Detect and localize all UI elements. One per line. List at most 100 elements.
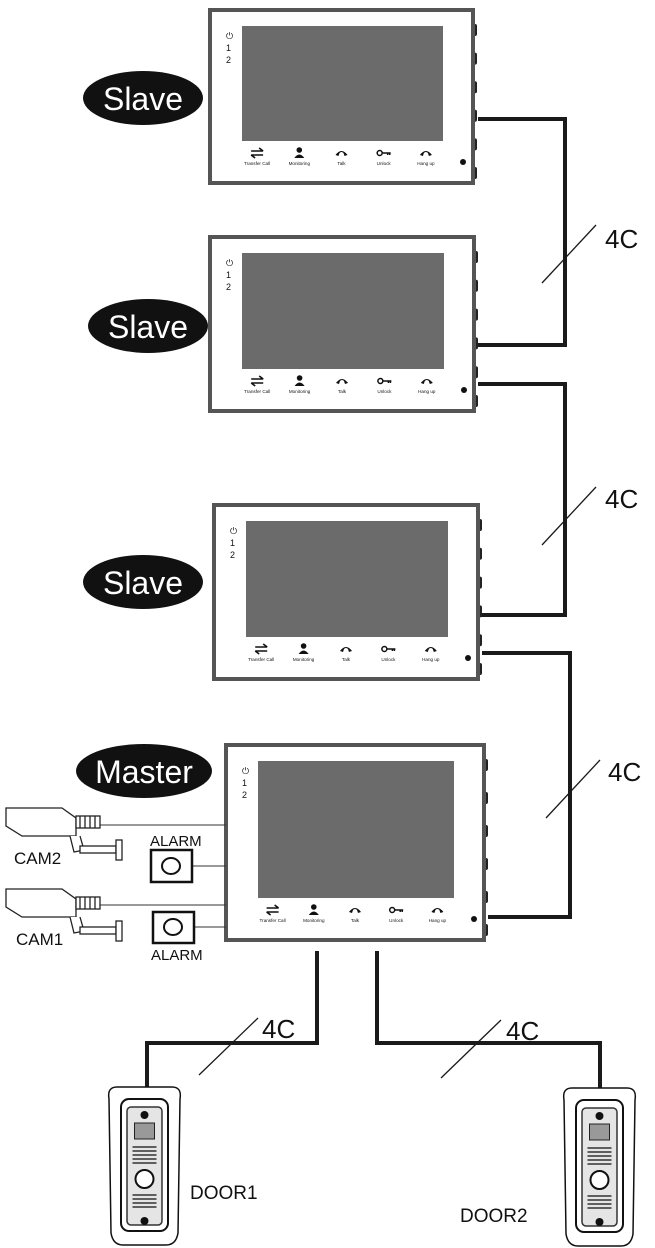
call-button-icon: [589, 1170, 610, 1190]
status-led: [460, 159, 466, 165]
channel-indicator: 2: [226, 55, 231, 65]
hangup-icon: [419, 151, 432, 156]
peripheral-wires: [100, 824, 226, 928]
button-label: Talk: [338, 389, 347, 394]
wires: [145, 117, 602, 1088]
status-led: [461, 387, 467, 393]
button-label: Transfer Call: [244, 389, 270, 394]
cable-tick: [198, 1017, 259, 1076]
status-led: [465, 655, 471, 661]
monitor-screen: [242, 26, 443, 141]
talk-icon: [335, 151, 348, 156]
channel-indicator: 2: [226, 282, 231, 292]
camera-2: CAM2: [5, 807, 123, 868]
monitor-button: Hang up: [422, 647, 440, 662]
wire-master-door2: [375, 951, 602, 1088]
cable-labels: 4C 4C 4C 4C 4C: [262, 224, 641, 1046]
button-label: Unlock: [389, 918, 404, 923]
channel-indicator: 1: [230, 538, 235, 548]
camera-icon: [5, 807, 123, 861]
monitor-button: Monitoring: [289, 375, 311, 394]
monitor-button: Transfer Call: [260, 904, 286, 923]
monitor-button: Unlock: [381, 645, 396, 662]
channel-indicator: 2: [230, 550, 235, 560]
wire-slave1-slave2: [478, 117, 567, 347]
button-label: Unlock: [377, 161, 392, 166]
unlock-icon: [376, 149, 391, 157]
power-indicator: ⏻: [226, 31, 233, 41]
talk-icon: [340, 647, 352, 652]
hangup-icon: [424, 647, 437, 652]
button-label: Talk: [342, 657, 351, 662]
button-label: Hang up: [422, 657, 440, 662]
cable-tick: [545, 759, 601, 819]
badge-label: Master: [95, 754, 193, 790]
monitor-button: Transfer Call: [244, 147, 270, 166]
monitor-button: Hang up: [417, 151, 435, 166]
monitoring-icon: [294, 375, 305, 386]
screw-icon: [595, 1112, 604, 1120]
button-label: Transfer Call: [248, 657, 274, 662]
unlock-icon: [381, 645, 396, 653]
monitor-button: Hang up: [429, 908, 447, 923]
button-label: Unlock: [377, 389, 392, 394]
button-label: Transfer Call: [260, 918, 286, 923]
button-label: Hang up: [417, 161, 435, 166]
button-label: Talk: [337, 161, 346, 166]
power-indicator: ⏻: [242, 766, 249, 776]
transfer-icon: [250, 375, 264, 387]
alarm-label: ALARM: [150, 833, 202, 850]
monitor-button: Hang up: [418, 379, 436, 394]
slave-badge: Slave: [83, 71, 203, 125]
button-label: Unlock: [381, 657, 396, 662]
slave-badge: Slave: [88, 299, 208, 353]
cable-tick: [440, 1019, 502, 1079]
monitor-button: Monitoring: [289, 147, 310, 166]
channel-indicator: 2: [242, 790, 247, 800]
camera-lens-icon: [134, 1122, 155, 1140]
alarm-1: ALARM: [149, 833, 202, 884]
alarm-label: ALARM: [151, 947, 203, 964]
monitor-screen: [242, 253, 444, 369]
camera-icon: [5, 888, 123, 942]
power-indicator: ⏻: [226, 258, 233, 268]
transfer-icon: [250, 147, 264, 159]
channel-indicator: 1: [226, 270, 231, 280]
monitor-button: Talk: [340, 647, 352, 662]
button-label: Monitoring: [293, 657, 315, 662]
monitor-button: Talk: [336, 379, 348, 394]
alarm-2: ALARM: [151, 910, 203, 964]
monitor-button: Transfer Call: [244, 375, 270, 394]
monitoring-icon: [308, 904, 319, 915]
door-label: DOOR1: [190, 1183, 258, 1204]
monitor-screen: [258, 761, 454, 898]
button-label: Talk: [351, 918, 360, 923]
door-station-2: [562, 1087, 637, 1247]
master-badge: Master: [76, 744, 212, 798]
cable-label: 4C: [605, 484, 638, 514]
camera-label: CAM1: [16, 930, 63, 949]
camera-lens-icon: [589, 1123, 610, 1141]
button-label: Monitoring: [289, 389, 311, 394]
call-button-icon: [134, 1169, 155, 1189]
alarm-button: [161, 857, 181, 875]
monitor-button: Unlock: [388, 906, 404, 923]
cable-marks: [198, 224, 601, 1079]
monitor-button: Talk: [349, 908, 361, 923]
channel-indicator: 1: [242, 778, 247, 788]
screw-icon: [595, 1218, 604, 1226]
cable-label: 4C: [605, 224, 638, 254]
button-label: Transfer Call: [244, 161, 270, 166]
transfer-icon: [266, 904, 280, 916]
monitoring-icon: [294, 147, 305, 158]
wire-slave2-slave3: [478, 382, 567, 617]
power-indicator: ⏻: [230, 526, 237, 536]
camera-1: CAM1: [5, 888, 123, 949]
screw-icon: [140, 1111, 149, 1119]
door-label: DOOR2: [460, 1206, 528, 1227]
unlock-icon: [377, 377, 392, 385]
camera-label: CAM2: [14, 849, 61, 868]
